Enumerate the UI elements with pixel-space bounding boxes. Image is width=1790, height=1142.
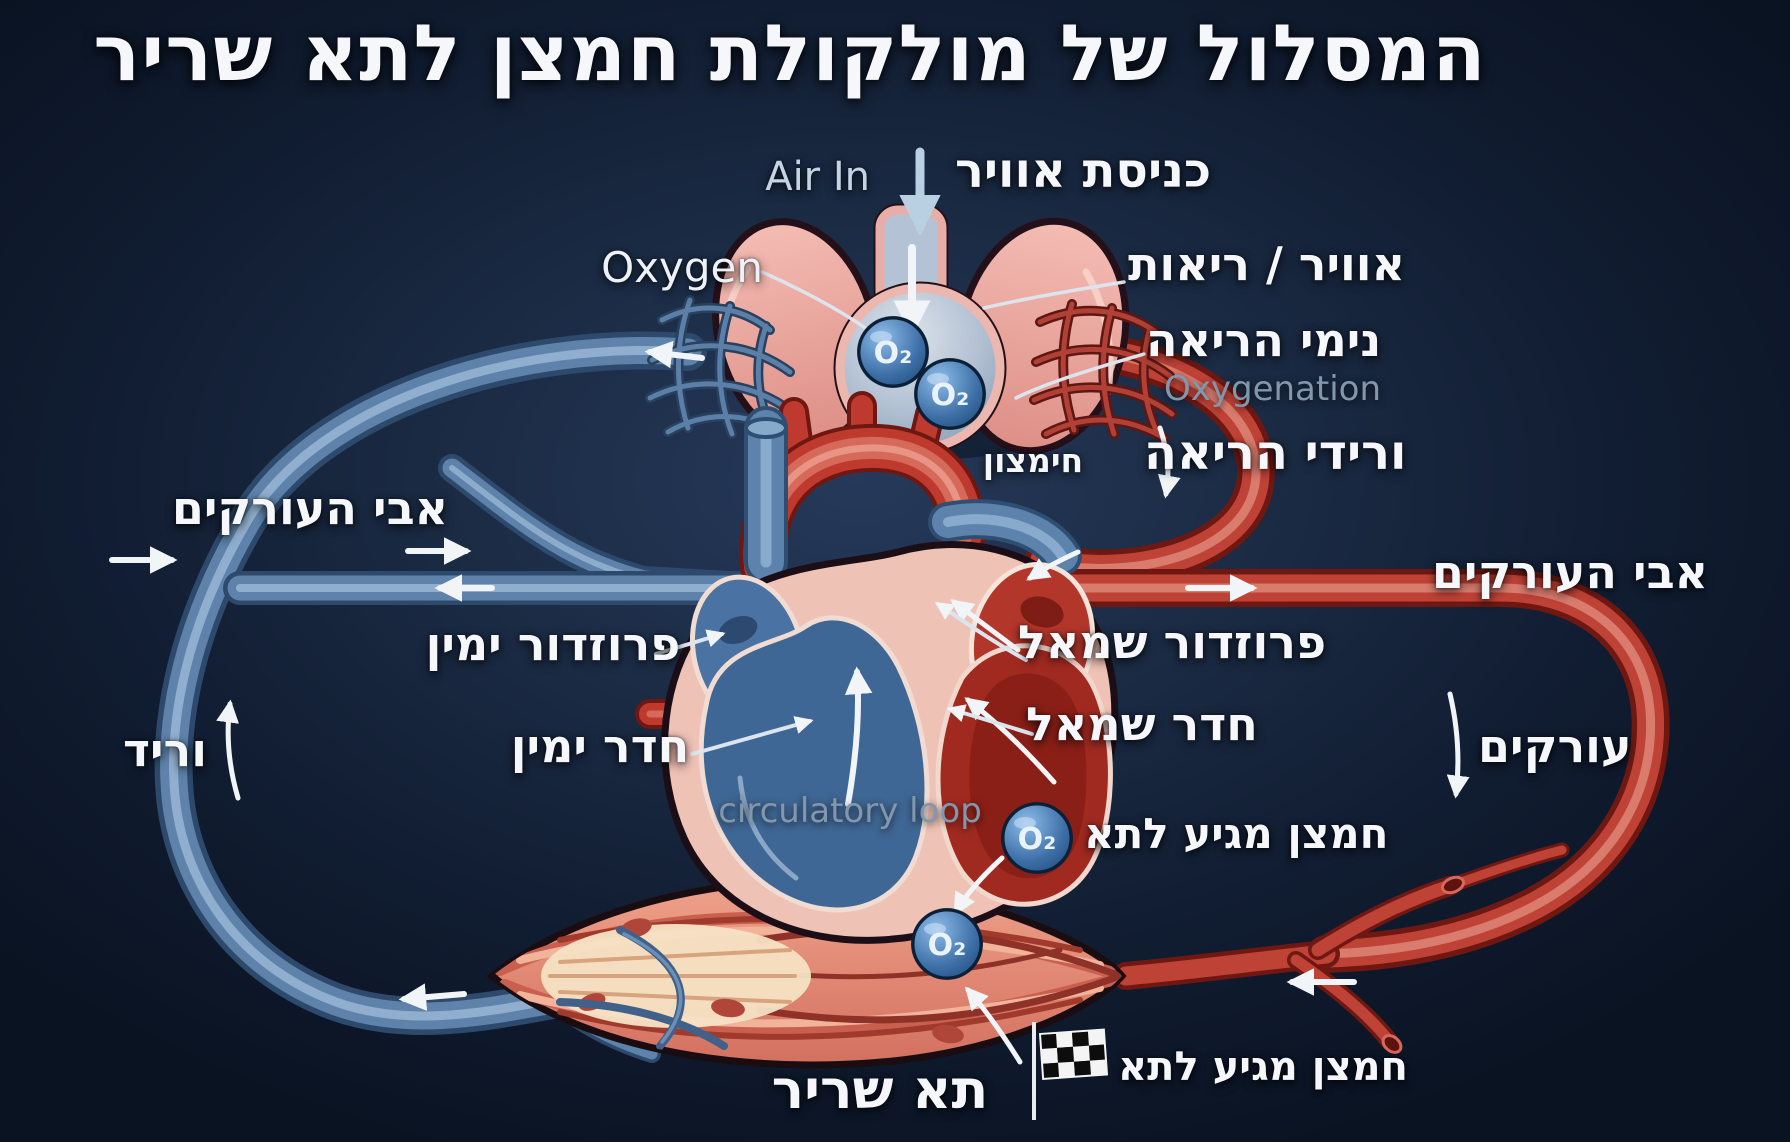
heart-illustration [635,391,1119,944]
o2-molecule-blood [999,800,1075,876]
right-atrium-pointer-line [654,629,726,656]
o2-molecule-alveolus-2 [912,356,988,432]
oxidation-down-arrow-icon [1157,425,1181,499]
right-ventricle-label: חדר ימין [510,719,690,773]
left-ventricle-label: חדר שמאל [1026,697,1258,751]
aorta-right-label: אבי העורקים [1431,545,1709,599]
right-atrium-label: פרוזדור ימין [425,617,681,671]
air-in-label-he: כניסת אוויר [955,143,1212,199]
muscle-cell-label: תא שריר [771,1058,989,1121]
right-ventricle-pointer-line [690,716,814,756]
left-atrium-label: פרוזדור שמאל [1018,615,1327,669]
red-artery-loop [1044,348,1651,1054]
vein-up-arrow-icon [216,699,241,801]
air-in-label-en: Air In [765,154,870,200]
left-ventricle-pointer-line [946,704,1034,736]
oxygen-reaches-cell-finish-label: חמצן מגיע לתא [1118,1044,1408,1090]
red-into-heart-arrow-icon [1026,549,1081,581]
capillary-left-arrow-icon [644,340,705,369]
flow-arrows [109,147,1470,1065]
page-title: המסלול של מולקולת חמצן לתא שריר [93,9,1487,99]
aorta-left-label: אבי העורקים [171,481,449,535]
lungs-label: אוויר / ריאות [1128,237,1406,291]
oxygen-reaches-cell-top-label: חמצן מגיע לתא [1084,809,1389,858]
arteries-down-arrow-icon [1446,691,1470,799]
lungs-pointer-line [982,280,1126,310]
arteries-label: עורקים [1478,719,1632,773]
capillaries-pointer-line [1014,352,1146,400]
oxidation-label: חימצון [982,441,1084,480]
oxygenation-label-en: Oxygenation [1164,369,1382,409]
circulatory-loop-label-en: circulatory loop [718,791,982,831]
left-atrium-pointer-line [934,601,1028,662]
red-capillary-mesh [1029,299,1177,443]
oxygen-label-en: Oxygen [601,243,763,292]
heart-red-ventricle-arrow-icon [964,697,1057,785]
heart-red-atrium-arrow-icon [950,599,1021,653]
vein-label: וריד [122,723,208,777]
lung-capillaries-label: נימי הריאה [1146,313,1382,367]
heart-blue-up-arrow-icon [844,666,873,807]
finish-to-cell-arrow-icon [964,986,1023,1065]
pulmonary-veins-label: ורידי הריאה [1144,425,1407,481]
muscle-blue-left-arrow-icon [398,983,467,1011]
finish-flag-icon [1032,1022,1109,1120]
o2-molecule-cell [909,906,985,982]
o2-drop-arrow-icon [953,855,1005,916]
pointer-lines [654,270,1146,756]
